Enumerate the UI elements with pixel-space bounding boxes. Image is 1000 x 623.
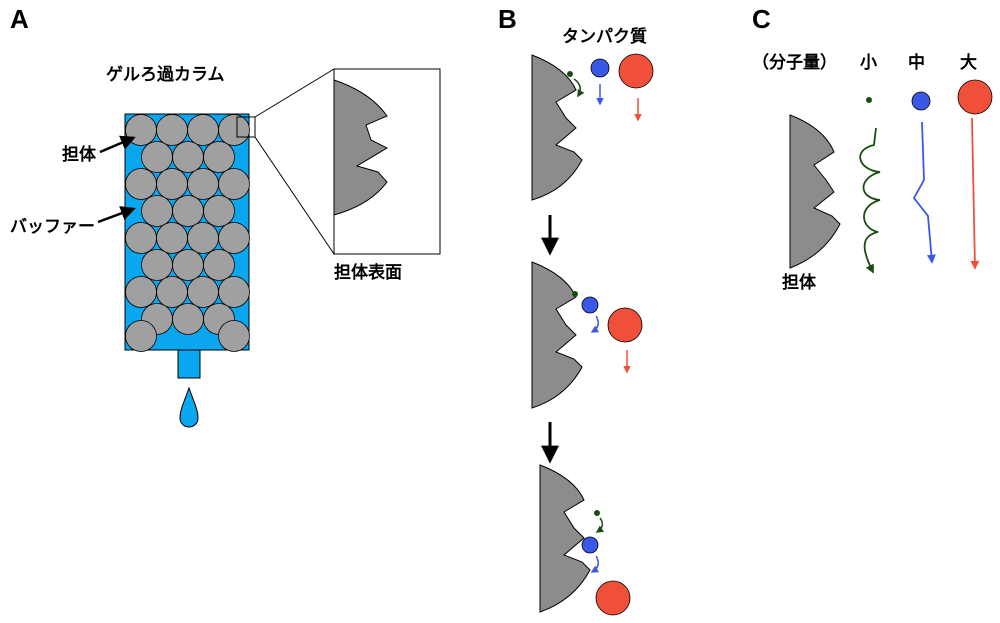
gel-bead (187, 168, 219, 200)
gel-bead (125, 222, 157, 254)
gel-bead (203, 249, 235, 281)
panel-a-letter: A (10, 4, 29, 34)
carrier-stage-2 (531, 261, 583, 409)
gel-bead (125, 320, 157, 352)
medium-protein-stage-1 (590, 58, 610, 78)
gel-bead (156, 276, 188, 308)
gel-bead (141, 249, 173, 281)
gel-bead (125, 276, 157, 308)
carrier-arrow (99, 135, 136, 154)
carrier-c (789, 114, 841, 269)
panel-b: B タンパク質 (498, 4, 654, 616)
gel-bead (218, 168, 250, 200)
large-protein-stage-1 (618, 53, 654, 89)
carrier-stage-1 (531, 54, 583, 201)
gel-bead (172, 249, 204, 281)
gel-bead (187, 276, 219, 308)
gel-bead (172, 195, 204, 227)
panel-b-letter: B (498, 4, 517, 34)
carrier-label-a: 担体 (62, 144, 97, 165)
medium-protein-stage-2 (581, 296, 599, 314)
zoom-line-bottom (254, 136, 335, 255)
carrier-surface-zoom (333, 79, 389, 216)
surface-label: 担体表面 (334, 262, 402, 283)
gel-bead (125, 168, 157, 200)
large-size-label: 大 (960, 52, 977, 73)
gel-bead (172, 303, 204, 335)
gel-bead (218, 222, 250, 254)
small-protein-stage-3 (594, 510, 600, 516)
buffer-droplet (179, 386, 199, 428)
gel-bead (172, 141, 204, 173)
column-outlet (177, 349, 201, 379)
large-protein-stage-2 (607, 307, 643, 343)
carrier-stage-3 (539, 464, 591, 613)
zoom-source-box (236, 116, 256, 138)
column-title: ゲルろ過カラム (106, 64, 225, 85)
small-protein-stage-1 (567, 71, 573, 77)
large-path-c (970, 117, 980, 270)
small-arrow-stage-3 (595, 517, 605, 533)
large-protein-c (957, 79, 993, 115)
medium-protein-stage-3 (581, 536, 599, 554)
small-path-c (859, 127, 881, 274)
small-protein-c (866, 97, 872, 103)
gel-bead (141, 195, 173, 227)
buffer-label: バッファー (10, 217, 95, 237)
protein-label: タンパク質 (562, 26, 647, 47)
panel-c-letter: C (752, 4, 771, 34)
panel-c: C （分子量） 小 中 大 担体 (752, 4, 993, 293)
small-protein-stage-2 (572, 291, 578, 297)
carrier-label-c: 担体 (782, 272, 817, 293)
gel-bead (187, 222, 219, 254)
small-arrow-stage-1 (573, 78, 585, 98)
gel-bead (141, 141, 173, 173)
medium-arrow-stage-2 (590, 315, 600, 333)
gel-bead (203, 141, 235, 173)
large-protein-stage-3 (595, 580, 631, 616)
medium-protein-c (911, 91, 931, 111)
gel-bead (218, 114, 250, 146)
panel-a: A ゲルろ過カラム 担体表面 担体 バッファー (10, 4, 441, 428)
small-size-label: 小 (860, 53, 877, 73)
gel-bead (218, 276, 250, 308)
gel-beads (125, 114, 250, 352)
gel-bead (203, 195, 235, 227)
gel-bead (156, 168, 188, 200)
gel-bead (156, 114, 188, 146)
gel-bead (156, 222, 188, 254)
medium-arrow-stage-3 (590, 555, 600, 573)
gel-bead (187, 114, 219, 146)
mw-label: （分子量） (752, 52, 837, 73)
gel-bead (218, 320, 250, 352)
medium-size-label: 中 (908, 52, 925, 73)
medium-path-c (912, 121, 936, 264)
buffer-arrow (97, 206, 136, 224)
zoom-line-top (254, 68, 335, 118)
gel-bead (125, 114, 157, 146)
